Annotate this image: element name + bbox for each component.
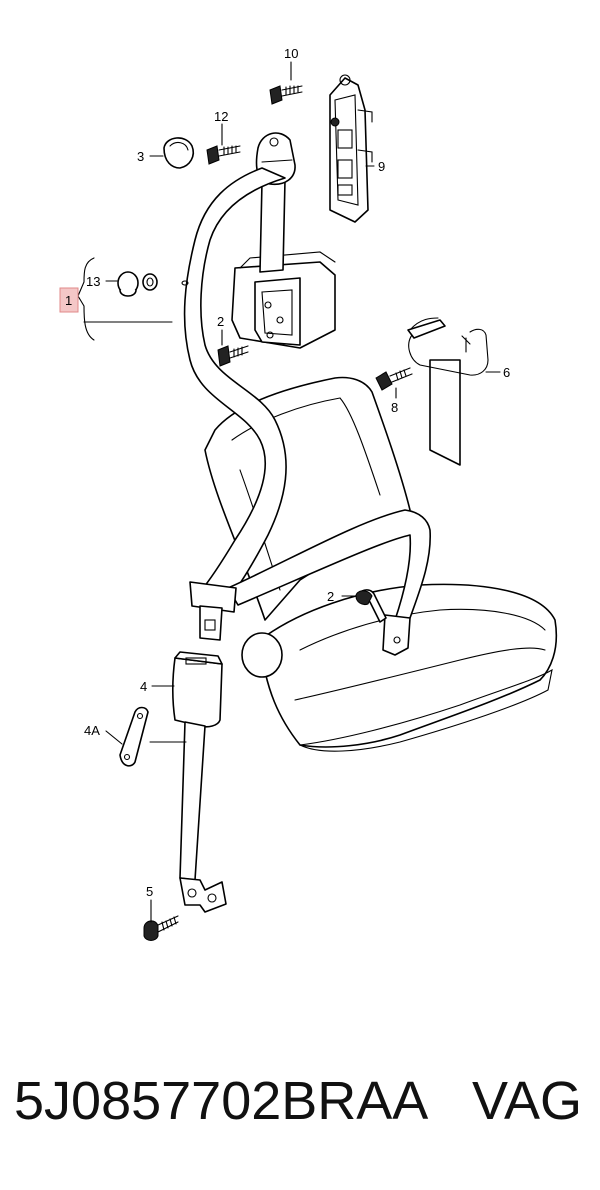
callout-13: 13 (86, 274, 100, 289)
brand-label: VAG (471, 1071, 582, 1131)
bolt-2-upper (217, 345, 249, 367)
callout-1: 1 (65, 293, 72, 308)
seat-anchor (355, 589, 411, 656)
lower-anchor (179, 877, 227, 913)
seat (204, 376, 558, 752)
highlight-box (59, 287, 79, 313)
bolt-12 (206, 145, 241, 165)
part-number: 5J0857702BRAA (14, 1071, 429, 1131)
callout-4a: 4A (84, 723, 100, 738)
leader-lines (105, 61, 501, 923)
screw-8 (375, 367, 413, 391)
latch-plate (189, 581, 237, 641)
height-adjuster-rail (329, 74, 373, 223)
cap-3 (163, 137, 195, 169)
callout-3: 3 (137, 149, 144, 164)
callout-5: 5 (146, 884, 153, 899)
callout-6: 6 (503, 365, 510, 380)
belt-retractor (231, 179, 336, 349)
footer: 5J0857702BRAA VAG (0, 1060, 600, 1150)
cap-13 (117, 271, 158, 297)
callout-10: 10 (284, 46, 298, 61)
pillar-trim (407, 317, 489, 466)
callout-2-lower: 2 (327, 589, 334, 604)
callout-12: 12 (214, 109, 228, 124)
callout-9: 9 (378, 159, 385, 174)
bolt-10 (269, 85, 303, 105)
parts-diagram: 10 12 3 9 13 1 2 6 8 2 4 4A 5 (59, 46, 558, 941)
callout-2-upper: 2 (217, 314, 224, 329)
belt-buckle (171, 651, 223, 881)
buckle-cover-plate (119, 706, 149, 767)
callout-4: 4 (140, 679, 147, 694)
callout-8: 8 (391, 400, 398, 415)
assembly-bracket (59, 257, 173, 341)
bolt-5 (143, 915, 179, 941)
